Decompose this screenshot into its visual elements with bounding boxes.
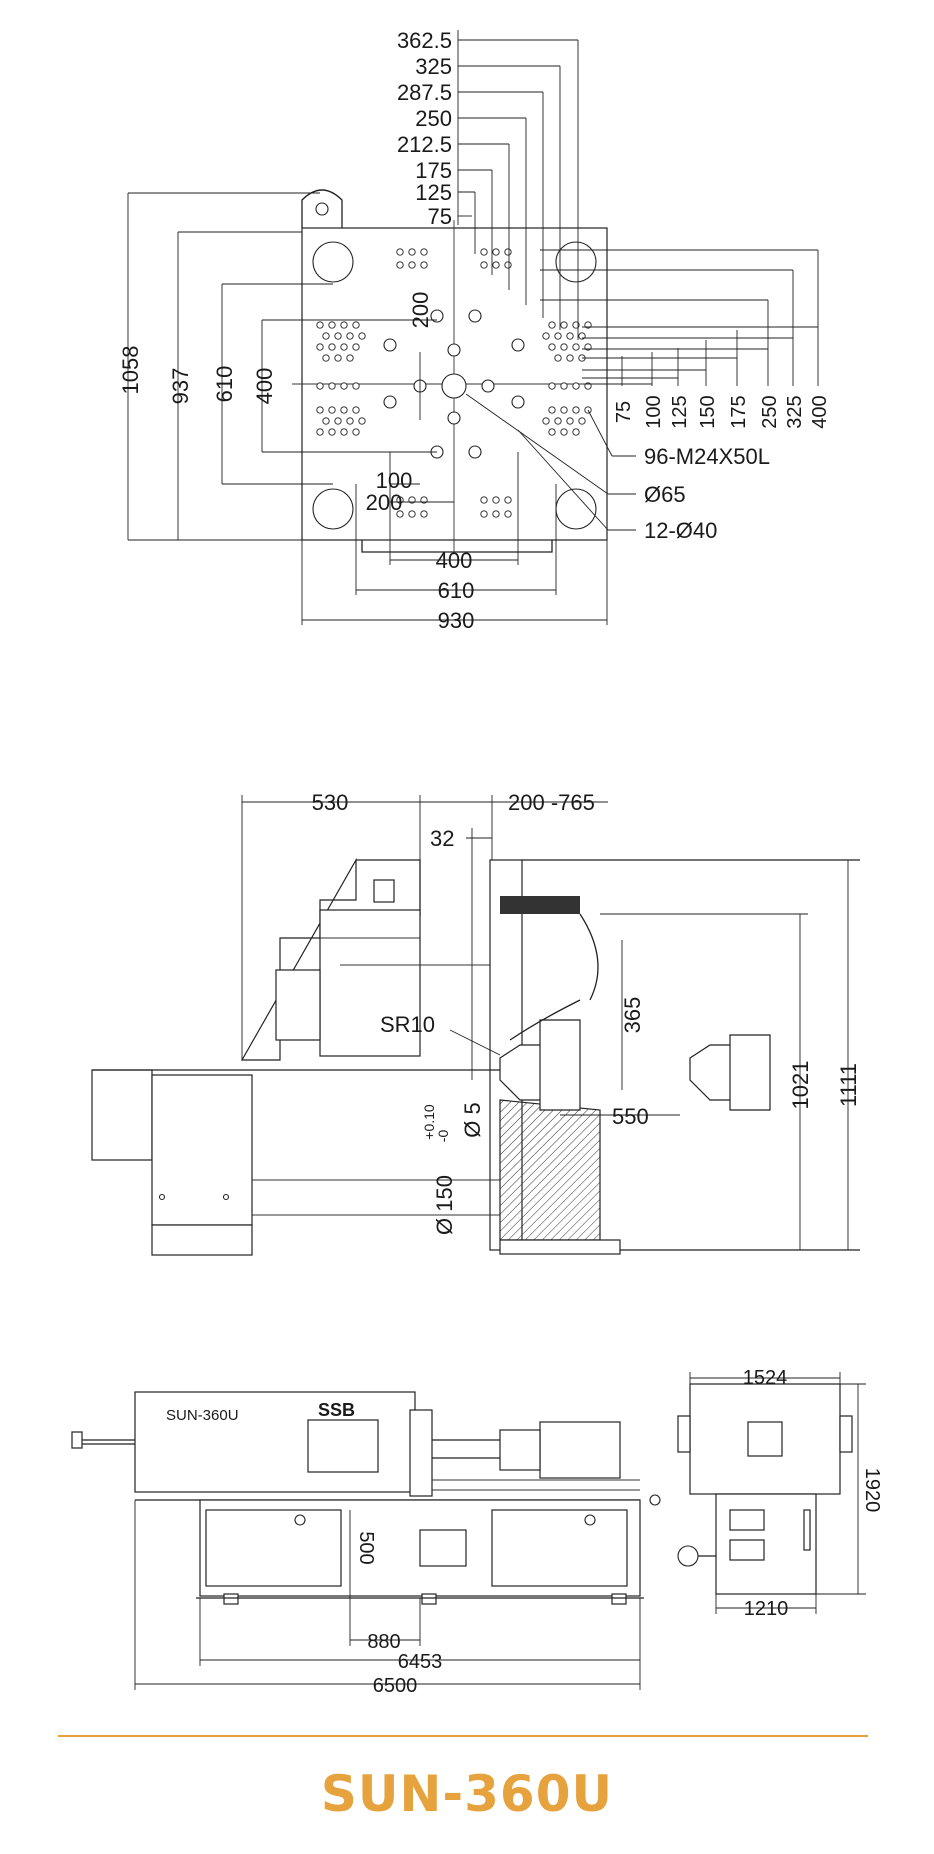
dim-left-937: 937 <box>168 368 193 405</box>
nozzle-side-view: 530 200 -765 32 <box>91 790 861 1256</box>
dim-tolerance-minus: -0 <box>435 1130 451 1143</box>
dim-right-175: 175 <box>728 395 750 428</box>
dim-d5: Ø 5 <box>460 1102 485 1137</box>
panel-brand-label: SSB <box>318 1400 355 1420</box>
dim-sr10: SR10 <box>380 1012 435 1037</box>
dim-inner-200-vertical: 200 <box>408 292 433 329</box>
machine-end-view: 1524 1920 1210 <box>677 1367 883 1620</box>
label-ejector-holes: 12-Ø40 <box>644 518 717 543</box>
dim-top-75: 75 <box>428 204 452 229</box>
dim-6500: 6500 <box>373 1675 418 1697</box>
dim-32: 32 <box>430 826 454 851</box>
dim-1111: 1111 <box>836 1063 861 1107</box>
dim-bottom-610: 610 <box>438 578 475 603</box>
dim-200-765: 200 -765 <box>508 790 595 815</box>
dim-right-150: 150 <box>697 395 719 428</box>
dim-left-610: 610 <box>212 366 237 403</box>
label-tapped-holes: 96-M24X50L <box>644 444 770 469</box>
dim-right-75: 75 <box>613 401 635 423</box>
platen-top-view: 362.5 325 287.5 250 212.5 175 125 75 105… <box>118 28 831 633</box>
platen-top-ear <box>301 189 343 228</box>
dim-right-100: 100 <box>643 395 665 428</box>
model-title: SUN-360U <box>320 1765 614 1823</box>
dim-d150: Ø 150 <box>432 1175 457 1235</box>
dim-bottom-400: 400 <box>436 548 473 573</box>
dim-tolerance-plus: +0.10 <box>421 1104 437 1140</box>
tapped-hole-cluster-top-left <box>316 248 428 390</box>
dim-500: 500 <box>355 1531 377 1564</box>
dim-top-362-5: 362.5 <box>397 28 452 53</box>
tapped-hole-cluster-bottom-right <box>480 406 592 518</box>
hatched-section <box>499 1099 601 1241</box>
dim-bottom-930: 930 <box>438 608 475 633</box>
dim-right-250: 250 <box>759 395 781 428</box>
dim-1210: 1210 <box>744 1598 789 1620</box>
dim-inner-100: 100 <box>376 468 413 493</box>
dim-550: 550 <box>612 1104 649 1129</box>
dim-left-1058: 1058 <box>118 346 143 395</box>
dim-1524: 1524 <box>743 1367 788 1389</box>
dim-top-212-5: 212.5 <box>397 132 452 157</box>
dim-right-125: 125 <box>669 395 691 428</box>
dim-1021: 1021 <box>788 1061 813 1110</box>
dim-top-125: 125 <box>415 180 452 205</box>
tapped-hole-cluster-bottom-left <box>316 406 428 518</box>
dim-inner-200: 200 <box>366 490 403 515</box>
barrel <box>91 1069 153 1161</box>
dim-top-175: 175 <box>415 158 452 183</box>
dim-top-325: 325 <box>415 54 452 79</box>
dim-top-287-5: 287.5 <box>397 80 452 105</box>
dim-right-400: 400 <box>809 395 831 428</box>
dim-6453: 6453 <box>398 1651 443 1673</box>
dim-right-325: 325 <box>784 395 806 428</box>
dim-880: 880 <box>367 1631 400 1653</box>
machine-side-view: SUN-360U SSB 500 880 6453 6500 <box>71 1391 661 1697</box>
label-center-bore: Ø65 <box>644 482 686 507</box>
dim-top-250: 250 <box>415 106 452 131</box>
dim-365: 365 <box>620 997 645 1034</box>
dim-530: 530 <box>312 790 349 815</box>
dim-1920: 1920 <box>861 1468 883 1513</box>
footer-divider <box>58 1735 868 1737</box>
panel-model-label: SUN-360U <box>166 1407 239 1424</box>
dim-left-400: 400 <box>252 368 277 405</box>
